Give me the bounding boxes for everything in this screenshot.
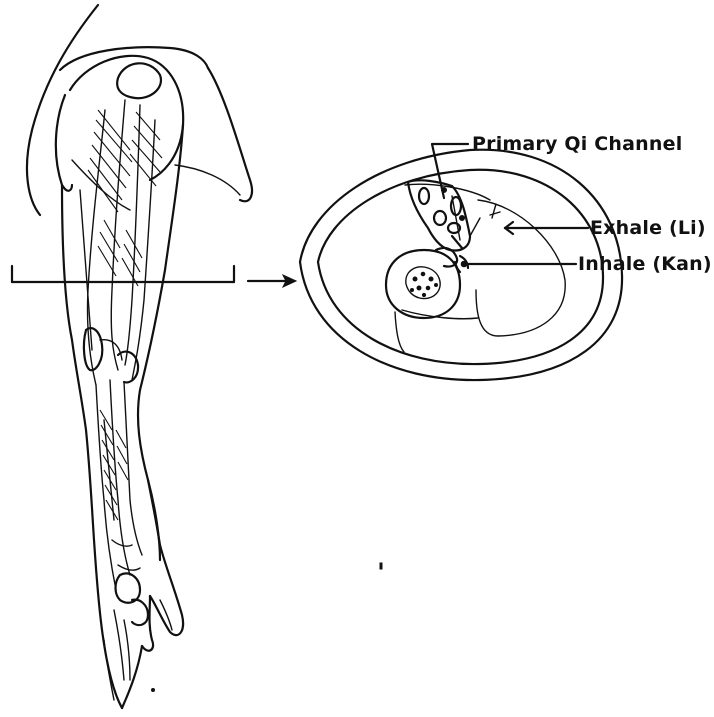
stray-mark (380, 563, 382, 569)
label-primary-qi-channel: Primary Qi Channel (472, 133, 682, 155)
arm-illustration (27, 5, 252, 708)
cross-section-arrow (248, 275, 296, 287)
label-inhale: Inhale (Kan) (578, 253, 712, 275)
label-exhale: Exhale (Li) (590, 217, 706, 239)
arm-cross-section (300, 144, 622, 380)
section-marker (12, 266, 234, 282)
marrow-texture (411, 272, 438, 296)
